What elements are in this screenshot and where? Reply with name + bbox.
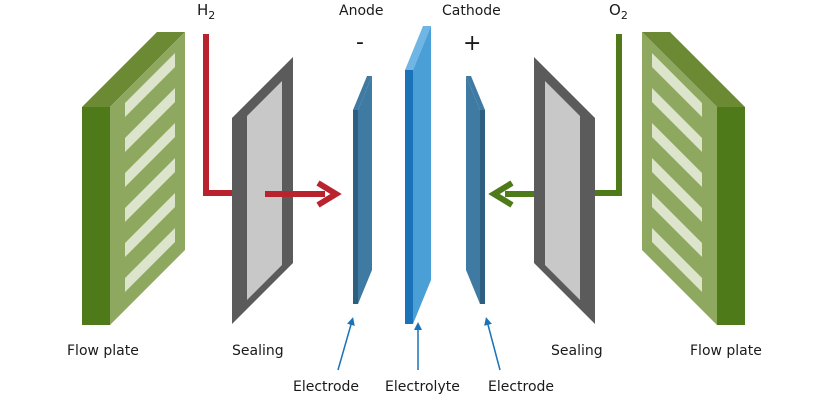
- sealing-right-label: Sealing: [551, 343, 603, 359]
- electrode-cathode: [466, 76, 485, 304]
- electrolyte-label: Electrolyte: [385, 379, 460, 395]
- h2-inlet-arrow: [203, 34, 342, 208]
- flow-plate-right-label: Flow plate: [690, 343, 762, 359]
- electrode-anode: [353, 76, 372, 304]
- sealing-left-label: Sealing: [232, 343, 284, 359]
- anode-label: Anode: [339, 3, 384, 19]
- o2-label: O2: [609, 1, 628, 22]
- cathode-label: Cathode: [442, 3, 501, 19]
- flow-plate-right: [642, 32, 745, 325]
- anode-sign: -: [356, 30, 364, 55]
- electrode-right-pointer: [484, 317, 501, 371]
- electrode-left-pointer: [337, 317, 355, 371]
- electrode-right-label: Electrode: [488, 379, 555, 395]
- sealing-right: [534, 57, 595, 324]
- cathode-sign: +: [463, 31, 482, 56]
- flow-plate-left-label: Flow plate: [67, 343, 139, 359]
- flow-plate-left: [82, 32, 185, 325]
- h2-label: H2: [197, 1, 216, 22]
- sealing-left: [232, 57, 293, 324]
- flow-plate-left-channels: [125, 53, 175, 292]
- flow-plate-right-channels: [652, 53, 702, 292]
- electrolyte-membrane: [405, 26, 431, 324]
- electrode-left-label: Electrode: [293, 379, 360, 395]
